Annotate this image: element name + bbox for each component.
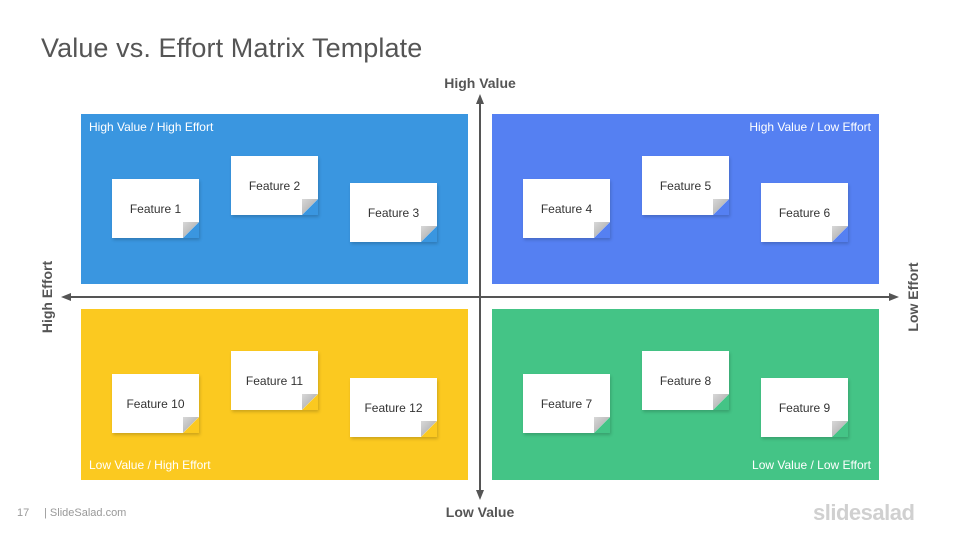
note-text: Feature 7 [540, 396, 593, 411]
note-text: Feature 12 [364, 400, 423, 415]
arrow-left-icon [61, 293, 71, 301]
slide-title: Value vs. Effort Matrix Template [41, 33, 423, 63]
quadrant-high-value-low-effort: High Value / Low Effort Feature 4 Featur… [492, 114, 879, 284]
note-text: Feature 1 [129, 201, 182, 216]
page-curl-fold [421, 226, 437, 242]
note-text: Feature 2 [248, 178, 301, 193]
sticky-note: Feature 6 [761, 183, 848, 242]
sticky-note: Feature 7 [523, 374, 610, 433]
note-text: Feature 4 [540, 201, 593, 216]
sticky-note: Feature 4 [523, 179, 610, 238]
page-curl-fold [713, 199, 729, 215]
page-curl-fold [594, 417, 610, 433]
page-number: 17 [17, 507, 30, 519]
page-curl-fold [832, 421, 848, 437]
page-curl-fold [302, 394, 318, 410]
sticky-note: Feature 9 [761, 378, 848, 437]
sticky-note: Feature 1 [112, 179, 199, 238]
note-text: Feature 10 [126, 396, 185, 411]
axis-label-high-value: High Value [444, 75, 516, 91]
page-curl-fold [594, 222, 610, 238]
arrow-down-icon [476, 490, 484, 500]
quadrant-low-value-high-effort: Feature 10 Feature 11 Feature 12 Low Val… [81, 309, 468, 480]
page-curl-fold [713, 394, 729, 410]
sticky-note: Feature 11 [231, 351, 318, 410]
page-curl-fold [302, 199, 318, 215]
slidesalad-logo: slidesalad [813, 500, 915, 525]
page-curl-fold [832, 226, 848, 242]
quadrant-label: High Value / High Effort [89, 120, 214, 134]
axis-label-low-effort: Low Effort [905, 262, 921, 332]
note-text: Feature 5 [659, 178, 712, 193]
page-curl-fold [421, 421, 437, 437]
footer-site: | SlideSalad.com [44, 507, 127, 519]
sticky-note: Feature 10 [112, 374, 199, 433]
page-curl-fold [183, 417, 199, 433]
quadrant-low-value-low-effort: Feature 7 Feature 8 Feature 9 Low Value … [492, 309, 879, 480]
note-text: Feature 8 [659, 373, 712, 388]
quadrant-label: High Value / Low Effort [749, 120, 871, 134]
sticky-note: Feature 5 [642, 156, 729, 215]
arrow-right-icon [889, 293, 899, 301]
note-text: Feature 3 [367, 205, 420, 220]
sticky-note: Feature 8 [642, 351, 729, 410]
arrow-up-icon [476, 94, 484, 104]
axis-label-low-value: Low Value [445, 504, 515, 520]
sticky-note: Feature 12 [350, 378, 437, 437]
sticky-note: Feature 3 [350, 183, 437, 242]
note-text: Feature 9 [778, 400, 831, 415]
note-text: Feature 6 [778, 205, 831, 220]
quadrant-label: Low Value / High Effort [89, 458, 211, 472]
quadrant-label: Low Value / Low Effort [752, 458, 871, 472]
quadrant-high-value-high-effort: High Value / High Effort Feature 1 Featu… [81, 114, 468, 284]
sticky-note: Feature 2 [231, 156, 318, 215]
page-curl-fold [183, 222, 199, 238]
note-text: Feature 11 [245, 373, 304, 388]
axis-label-high-effort: High Effort [39, 260, 55, 334]
